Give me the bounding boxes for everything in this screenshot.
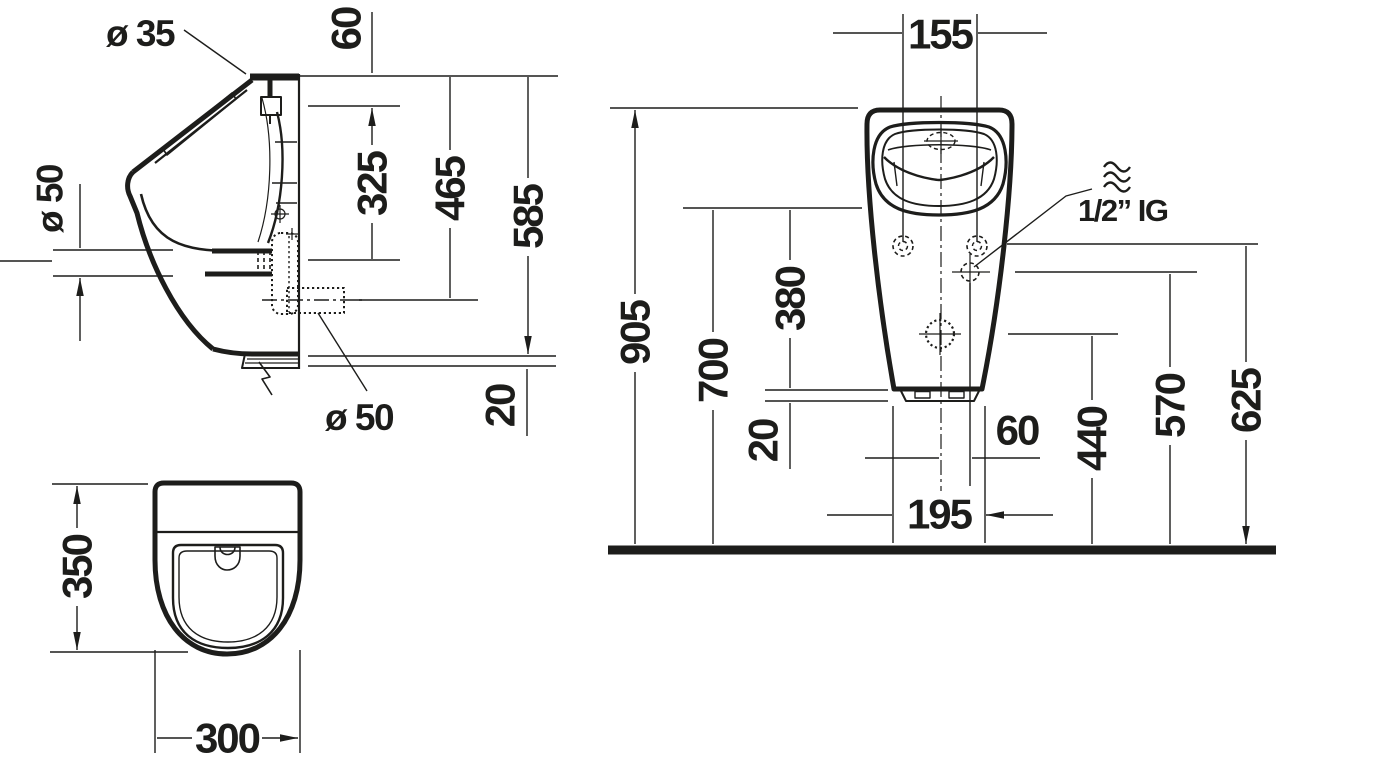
dim-label-base-width: 195	[907, 491, 973, 538]
front-foot-slot-left	[914, 390, 931, 399]
svg-text:325: 325	[349, 150, 396, 216]
side-inner-wall	[257, 97, 271, 243]
dim-label-height-fixing: 625	[1223, 362, 1270, 440]
side-crosshair-icon	[271, 205, 289, 223]
side-rim-slot	[162, 92, 237, 156]
dim-label-rim-to-inlet: 325	[349, 145, 396, 223]
dim-label-top-to-outlet: 465	[427, 150, 474, 228]
plan-spreader	[214, 546, 241, 571]
side-outline	[125, 78, 298, 357]
plan-outline	[152, 480, 303, 657]
front-bowl-side-ticks	[893, 161, 985, 187]
supply-leader	[973, 188, 1093, 268]
side-foot	[241, 353, 299, 369]
dim-label-supply-thread: 1/2” IG	[1078, 193, 1168, 228]
dim-label-height-rim: 700	[690, 332, 737, 410]
dim-label-height-supply: 570	[1147, 367, 1194, 445]
dim-label-fixing-hole-spacing: 155	[908, 11, 974, 58]
front-foot-slot-right	[948, 390, 965, 399]
svg-text:700: 700	[690, 338, 737, 403]
outlet-dia-leader	[317, 312, 368, 392]
dim-label-supply-offset: 60	[996, 407, 1039, 454]
side-bowl-basin	[139, 193, 233, 253]
side-dimension-arrows	[80, 12, 528, 436]
dim-label-inlet-pipe-dia: ø 50	[30, 164, 71, 233]
svg-text:350: 350	[54, 534, 101, 599]
side-section-view: ø 35 60 325 465 585 20 ø 50 ø 50	[0, 7, 558, 438]
side-inlet-thread-hatch	[257, 251, 271, 274]
front-outlet-circle	[919, 313, 961, 355]
svg-text:465: 465	[427, 155, 474, 221]
dim-label-plan-width: 300	[195, 715, 260, 762]
plan-bowl-inner	[178, 550, 278, 643]
front-bowl-outer	[871, 120, 1008, 217]
svg-text:625: 625	[1223, 367, 1270, 433]
front-reference-lines	[610, 14, 1258, 543]
svg-text:570: 570	[1147, 373, 1194, 438]
plan-view: 350 300	[50, 480, 303, 762]
svg-text:905: 905	[612, 299, 659, 365]
side-outlet-pipe-dashed	[286, 287, 345, 314]
side-siphon-dashed	[271, 232, 299, 315]
dim-label-height-outlet: 440	[1069, 400, 1116, 478]
svg-text:380: 380	[767, 266, 814, 331]
dim-label-foot-gap: 20	[740, 419, 787, 462]
side-wall-detail-lines	[272, 141, 297, 204]
dim-label-plan-depth: 350	[54, 528, 101, 606]
spreader-dia-leader	[183, 29, 247, 75]
front-elevation-view: 155 905 700 380 20 60 195 440 570 625 1/…	[608, 11, 1276, 551]
svg-text:440: 440	[1069, 406, 1116, 471]
dim-label-top-to-rim: 60	[323, 7, 370, 50]
dim-label-top-to-bottom: 585	[505, 178, 552, 256]
dim-label-height-overall: 905	[612, 294, 659, 372]
side-break-mark	[258, 361, 273, 396]
side-back-wall	[266, 111, 284, 244]
dim-label-body-height: 380	[767, 260, 814, 338]
dim-label-outlet-pipe-dia: ø 50	[325, 397, 394, 438]
front-dimension-arrows	[789, 32, 1053, 515]
svg-text:585: 585	[505, 183, 552, 249]
side-inlet-duct	[205, 248, 272, 277]
dim-label-spreader-dia: ø 35	[106, 13, 175, 54]
plan-bowl-outer	[171, 543, 285, 650]
side-siphon-top-tick	[286, 228, 298, 240]
water-waves-icon	[1103, 161, 1131, 193]
side-foot-lines	[245, 358, 299, 364]
plan-reference-lines	[50, 483, 301, 753]
dim-label-side-bottom-gap: 20	[477, 384, 524, 427]
